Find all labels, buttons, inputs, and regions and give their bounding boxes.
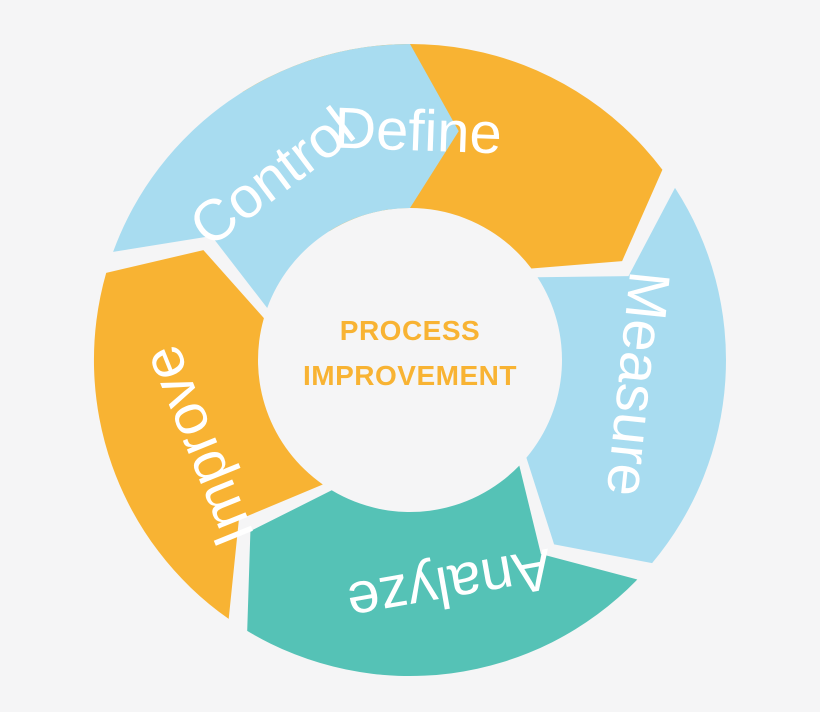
center-title-line2: IMPROVEMENT <box>303 360 517 391</box>
segment-control <box>113 44 459 308</box>
segment-analyze <box>247 465 638 677</box>
center-title-line1: PROCESS <box>340 315 480 346</box>
cycle-segments <box>93 43 726 677</box>
label-define: Define <box>333 96 503 167</box>
segment-improve <box>93 250 323 619</box>
center-label: PROCESS IMPROVEMENT <box>303 315 517 391</box>
segment-measure <box>526 187 726 564</box>
